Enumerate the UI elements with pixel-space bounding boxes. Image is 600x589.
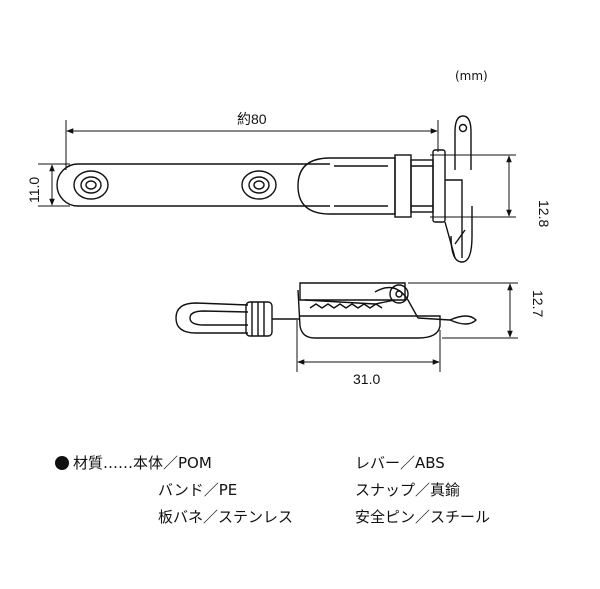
- clip-body: [297, 157, 396, 215]
- dim-side-length: 31.0: [353, 371, 380, 387]
- material-band: バンド／PE: [158, 481, 238, 499]
- clip-body-side: [297, 289, 441, 339]
- band-strap: [56, 163, 330, 207]
- side-view: [175, 282, 477, 339]
- materials-row-1: 材質……本体／POM: [55, 450, 293, 477]
- band-crimp: [245, 301, 273, 337]
- safety-pin: [432, 115, 473, 263]
- dim-length: 約80: [237, 111, 267, 127]
- grommet-right: [241, 170, 277, 200]
- dim-band-height: 11.0: [26, 177, 42, 203]
- dim-clip-height: 12.8: [536, 200, 552, 227]
- materials-right-column: レバー／ABS スナップ／真鍮 安全ピン／スチール: [355, 450, 490, 531]
- clip-teeth: [309, 303, 383, 309]
- side-dimension-lines: [296, 282, 518, 372]
- material-body: 本体／POM: [133, 454, 212, 472]
- materials-row-3: 板バネ／ステンレス: [55, 504, 293, 531]
- top-view: [56, 115, 473, 263]
- top-dimension-lines: [38, 120, 516, 218]
- band-loop: [175, 302, 249, 334]
- material-snap: スナップ／真鍮: [355, 481, 461, 499]
- bullet-icon: [55, 456, 69, 470]
- material-pin: 安全ピン／スチール: [355, 508, 491, 526]
- lever-pivot: [389, 284, 409, 304]
- material-spring: 板バネ／ステンレス: [158, 508, 294, 526]
- materials-left-column: 材質……本体／POM バンド／PE 板バネ／ステンレス: [55, 450, 293, 531]
- unit-label: (mm): [455, 69, 488, 83]
- materials-row-2: バンド／PE: [55, 477, 293, 504]
- materials-heading: 材質……: [73, 454, 134, 472]
- material-lever: レバー／ABS: [355, 454, 445, 472]
- dim-side-height: 12.7: [530, 290, 546, 317]
- grommet-left: [73, 170, 109, 200]
